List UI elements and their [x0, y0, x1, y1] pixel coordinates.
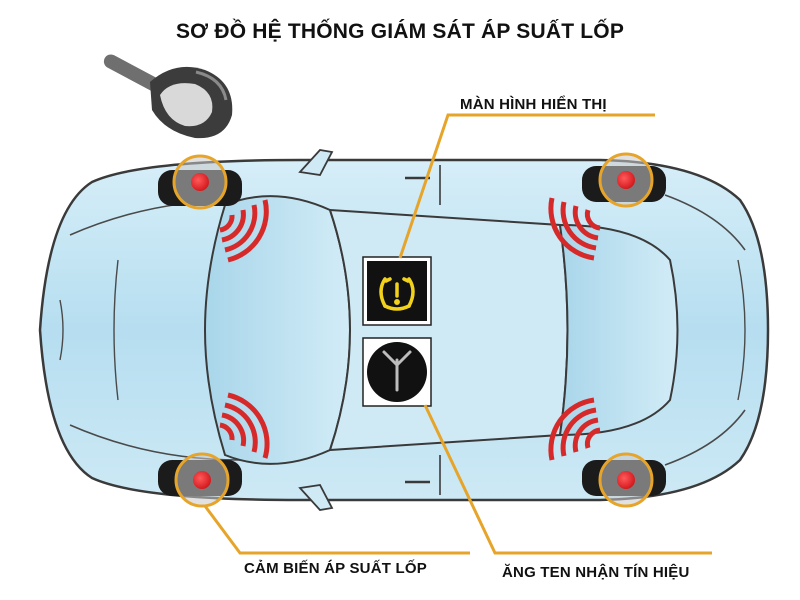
diagram-title: SƠ ĐỒ HỆ THỐNG GIÁM SÁT ÁP SUẤT LỐP [0, 20, 800, 44]
car-top-view [40, 150, 768, 510]
sensor-dot [617, 471, 635, 489]
label-display: MÀN HÌNH HIỂN THỊ [460, 96, 607, 113]
sensor-dot [617, 171, 635, 189]
display-panel [363, 257, 431, 325]
label-sensor: CẢM BIẾN ÁP SUẤT LỐP [244, 560, 427, 577]
sensor-dot [191, 173, 209, 191]
sensor-dot [193, 471, 211, 489]
label-antenna: ĂNG TEN NHẬN TÍN HIỆU [502, 564, 690, 581]
tpms-sensor-valve-icon [101, 52, 232, 138]
antenna-panel [363, 338, 431, 406]
leader-sensor [205, 506, 470, 553]
roof [330, 210, 568, 450]
